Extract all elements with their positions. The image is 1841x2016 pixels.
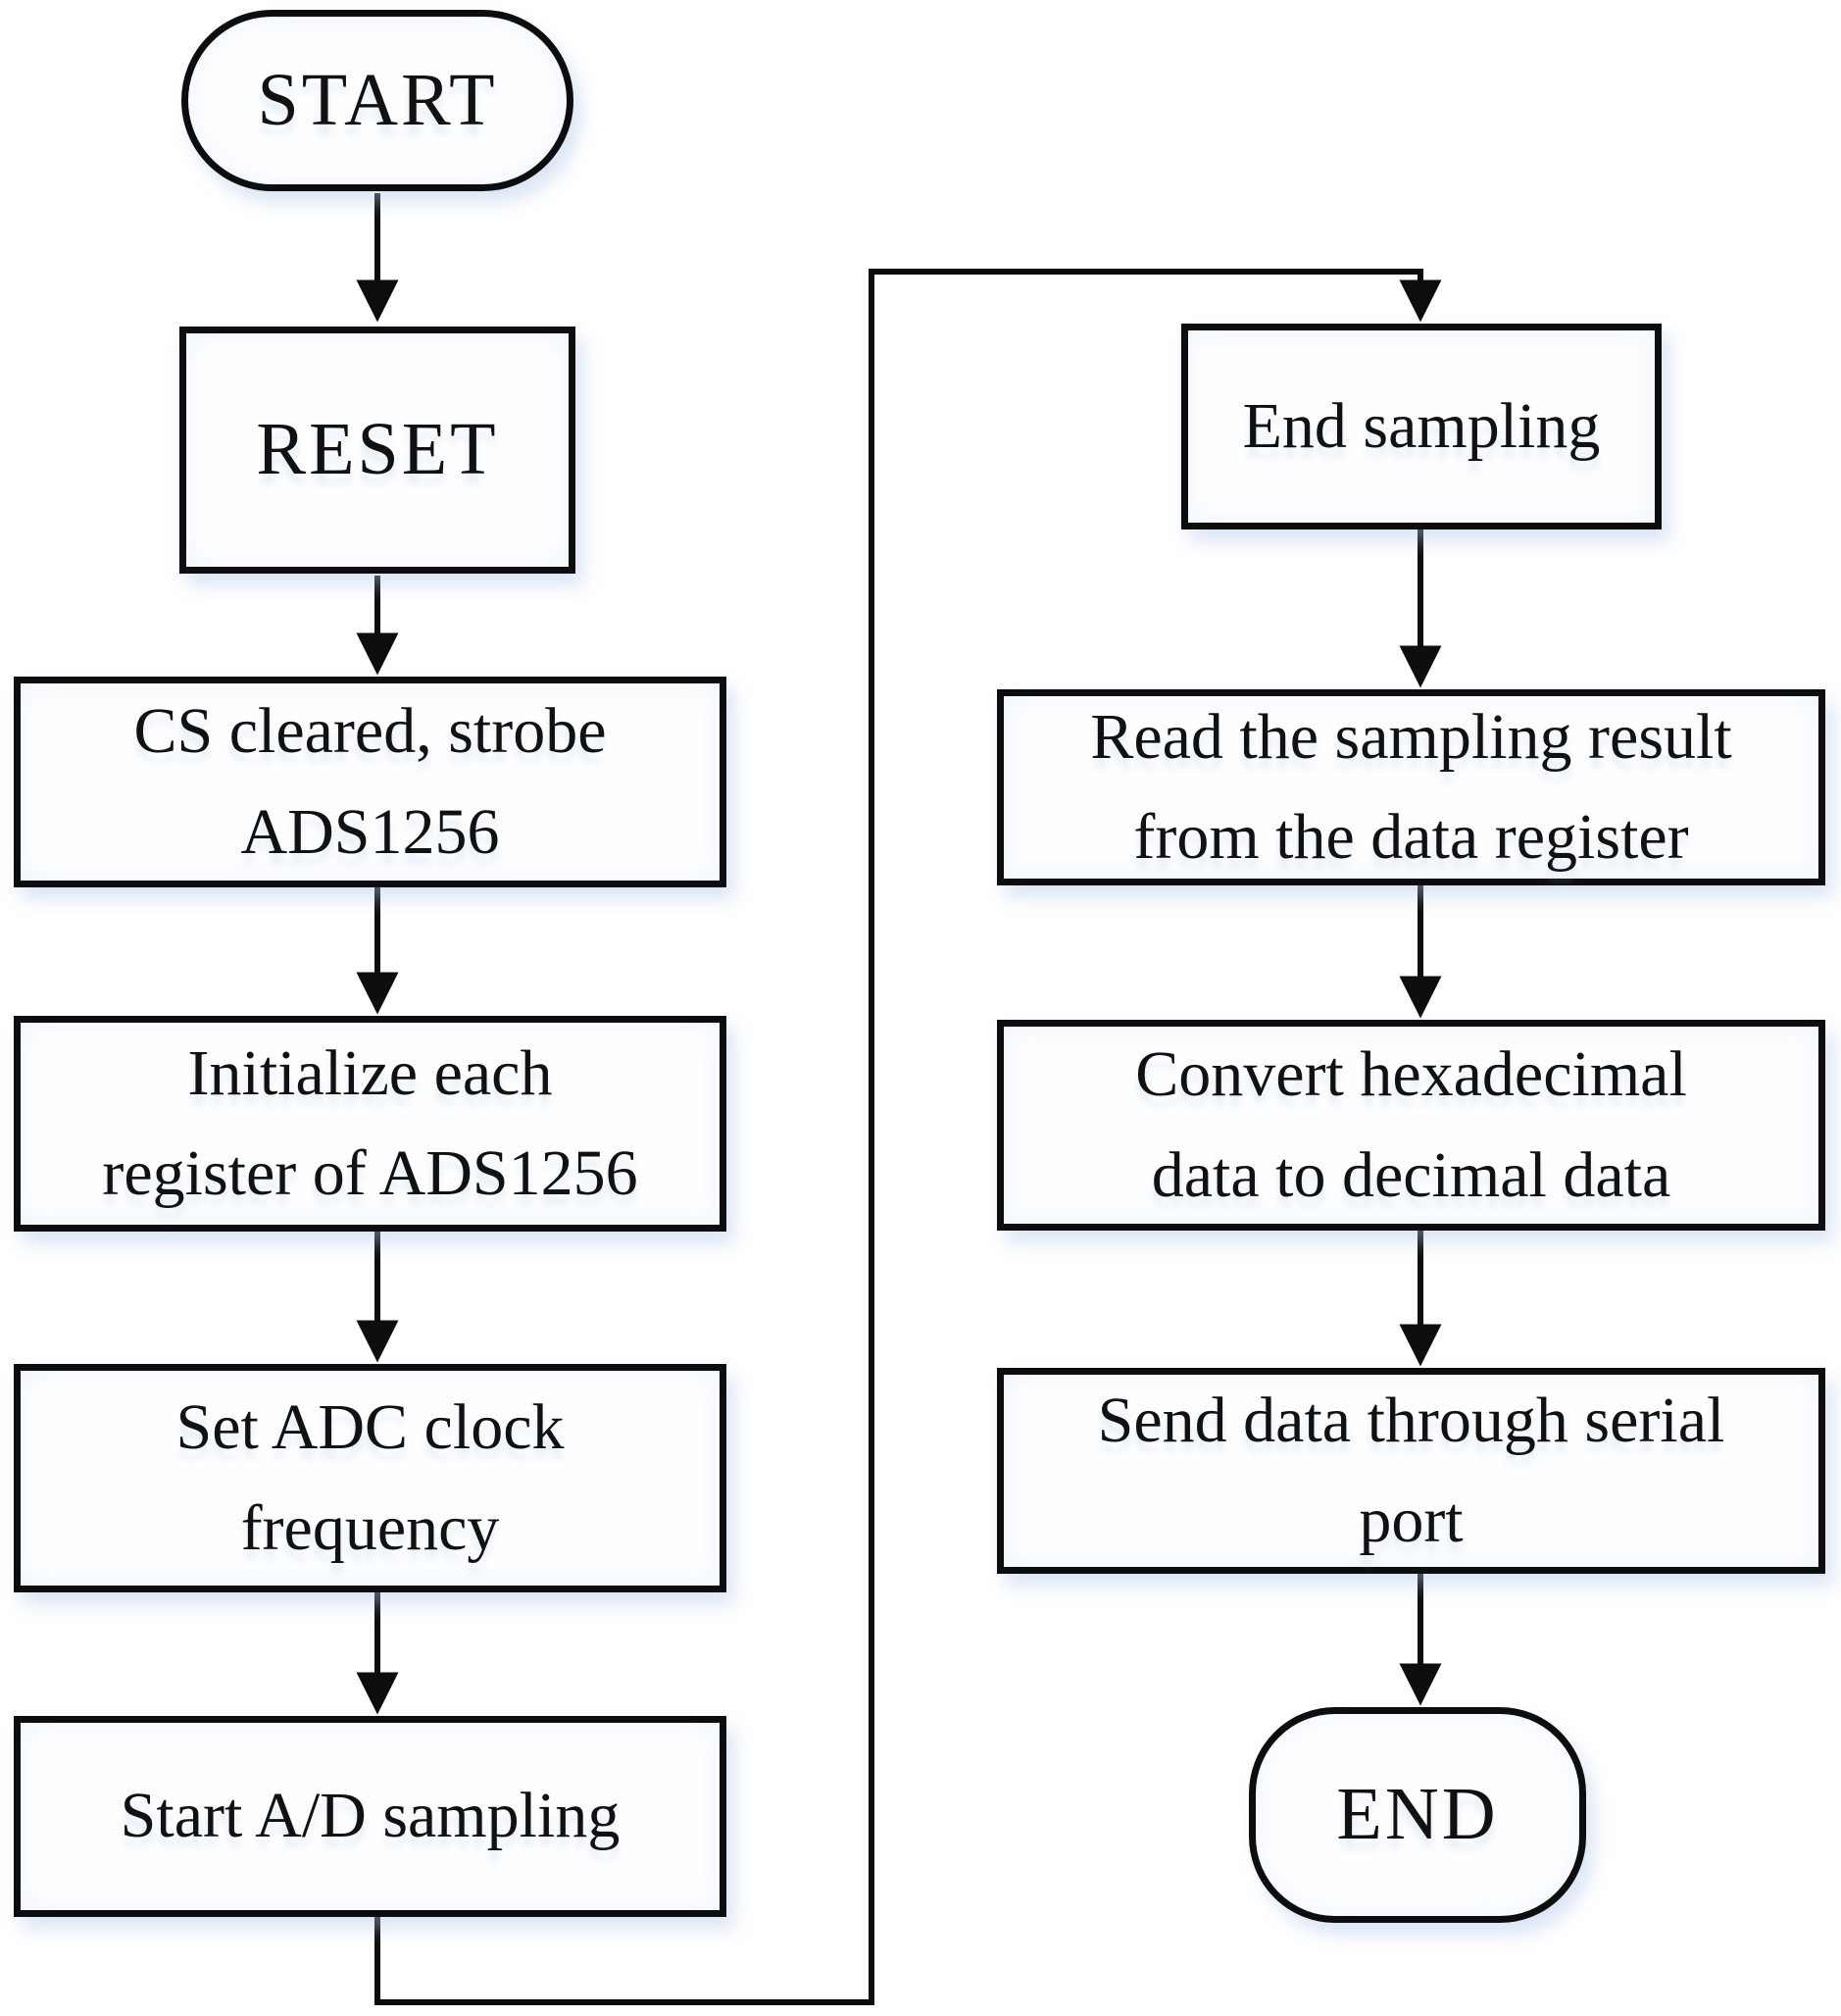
flow-node-end-terminator: END — [1249, 1707, 1586, 1923]
flow-node-label: RESET — [256, 408, 499, 491]
flow-node-send-serial-port: Send data through serial port — [997, 1368, 1825, 1574]
flow-node-start-terminator: START — [181, 10, 573, 191]
flow-node-label: END — [1336, 1773, 1499, 1856]
flow-node-convert-hexadecimal: Convert hexadecimal data to decimal data — [997, 1020, 1825, 1231]
flow-node-label: Start A/D sampling — [120, 1780, 621, 1852]
flow-node-reset: RESET — [179, 327, 575, 574]
flow-node-set-adc-clock: Set ADC clock frequency — [14, 1364, 726, 1592]
flow-node-end-sampling: End sampling — [1181, 324, 1662, 529]
flow-node-label: Send data through serial port — [1097, 1384, 1725, 1556]
flow-node-label: Set ADC clock frequency — [175, 1391, 565, 1564]
flow-node-start-ad-sampling: Start A/D sampling — [14, 1716, 726, 1917]
flow-node-initialize-registers: Initialize each register of ADS1256 — [14, 1016, 726, 1232]
flow-node-label: START — [257, 58, 498, 141]
flow-node-cs-cleared-strobe: CS cleared, strobe ADS1256 — [14, 677, 726, 887]
flow-node-read-sampling-result: Read the sampling result from the data r… — [997, 689, 1825, 885]
flow-node-label: End sampling — [1242, 389, 1601, 462]
flow-node-label: Convert hexadecimal data to decimal data — [1135, 1038, 1687, 1211]
edge-start-ad-to-end-sampling — [374, 269, 1442, 2005]
flow-node-label: Read the sampling result from the data r… — [1090, 700, 1732, 873]
flow-node-label: CS cleared, strobe ADS1256 — [133, 695, 607, 868]
flow-node-label: Initialize each register of ADS1256 — [102, 1036, 638, 1209]
